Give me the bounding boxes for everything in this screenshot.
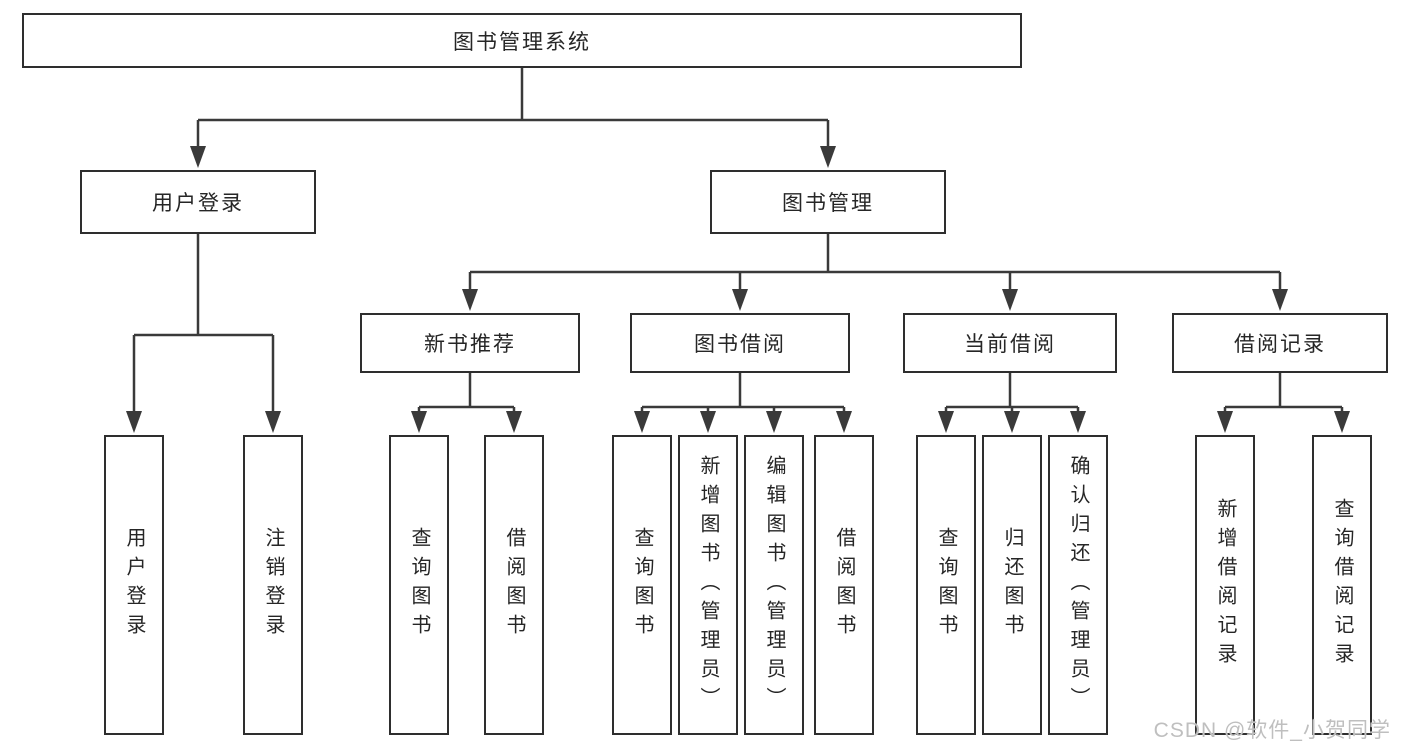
node-new-book-recommendation: 新书推荐 bbox=[360, 313, 580, 373]
node-label: 归还图书 bbox=[1001, 527, 1023, 643]
node-label: 新增借阅记录 bbox=[1214, 498, 1236, 672]
leaf-query-borrow-record: 查询借阅记录 bbox=[1312, 435, 1372, 735]
node-label: 新增图书（管理员） bbox=[697, 454, 719, 716]
node-label: 用户登录 bbox=[123, 527, 145, 643]
leaf-return-books: 归还图书 bbox=[982, 435, 1042, 735]
node-user-login: 用户登录 bbox=[80, 170, 316, 234]
node-label: 编辑图书（管理员） bbox=[763, 454, 785, 716]
leaf-query-books-borrow: 查询图书 bbox=[612, 435, 672, 735]
node-label: 查询图书 bbox=[408, 527, 430, 643]
leaf-add-book-admin: 新增图书（管理员） bbox=[678, 435, 738, 735]
leaf-edit-book-admin: 编辑图书（管理员） bbox=[744, 435, 804, 735]
node-label: 查询图书 bbox=[631, 527, 653, 643]
csdn-watermark: CSDN @软件_小贺同学 bbox=[1153, 719, 1391, 742]
leaf-logout: 注销登录 bbox=[243, 435, 303, 735]
node-current-borrowing: 当前借阅 bbox=[903, 313, 1117, 373]
node-label: 借阅图书 bbox=[833, 527, 855, 643]
arrowheads bbox=[126, 146, 1350, 433]
node-label: 当前借阅 bbox=[964, 333, 1056, 356]
node-book-borrowing: 图书借阅 bbox=[630, 313, 850, 373]
leaf-query-books-recommend: 查询图书 bbox=[389, 435, 449, 735]
leaf-user-login: 用户登录 bbox=[104, 435, 164, 735]
node-label: 确认归还（管理员） bbox=[1067, 454, 1089, 716]
node-label: 图书管理 bbox=[782, 192, 874, 215]
leaf-borrow-books-recommend: 借阅图书 bbox=[484, 435, 544, 735]
node-label: 查询图书 bbox=[935, 527, 957, 643]
leaf-add-borrow-record: 新增借阅记录 bbox=[1195, 435, 1255, 735]
node-label: 借阅记录 bbox=[1234, 333, 1326, 356]
node-label: 用户登录 bbox=[152, 192, 244, 215]
node-label: 图书管理系统 bbox=[453, 30, 591, 54]
node-label: 注销登录 bbox=[262, 527, 284, 643]
node-book-management: 图书管理 bbox=[710, 170, 946, 234]
node-label: 图书借阅 bbox=[694, 333, 786, 356]
node-library-management-system: 图书管理系统 bbox=[22, 13, 1022, 68]
node-borrowing-records: 借阅记录 bbox=[1172, 313, 1388, 373]
leaf-borrow-books-borrow: 借阅图书 bbox=[814, 435, 874, 735]
leaf-query-books-current: 查询图书 bbox=[916, 435, 976, 735]
node-label: 借阅图书 bbox=[503, 527, 525, 643]
node-label: 查询借阅记录 bbox=[1331, 498, 1353, 672]
node-label: 新书推荐 bbox=[424, 333, 516, 356]
leaf-confirm-return-admin: 确认归还（管理员） bbox=[1048, 435, 1108, 735]
